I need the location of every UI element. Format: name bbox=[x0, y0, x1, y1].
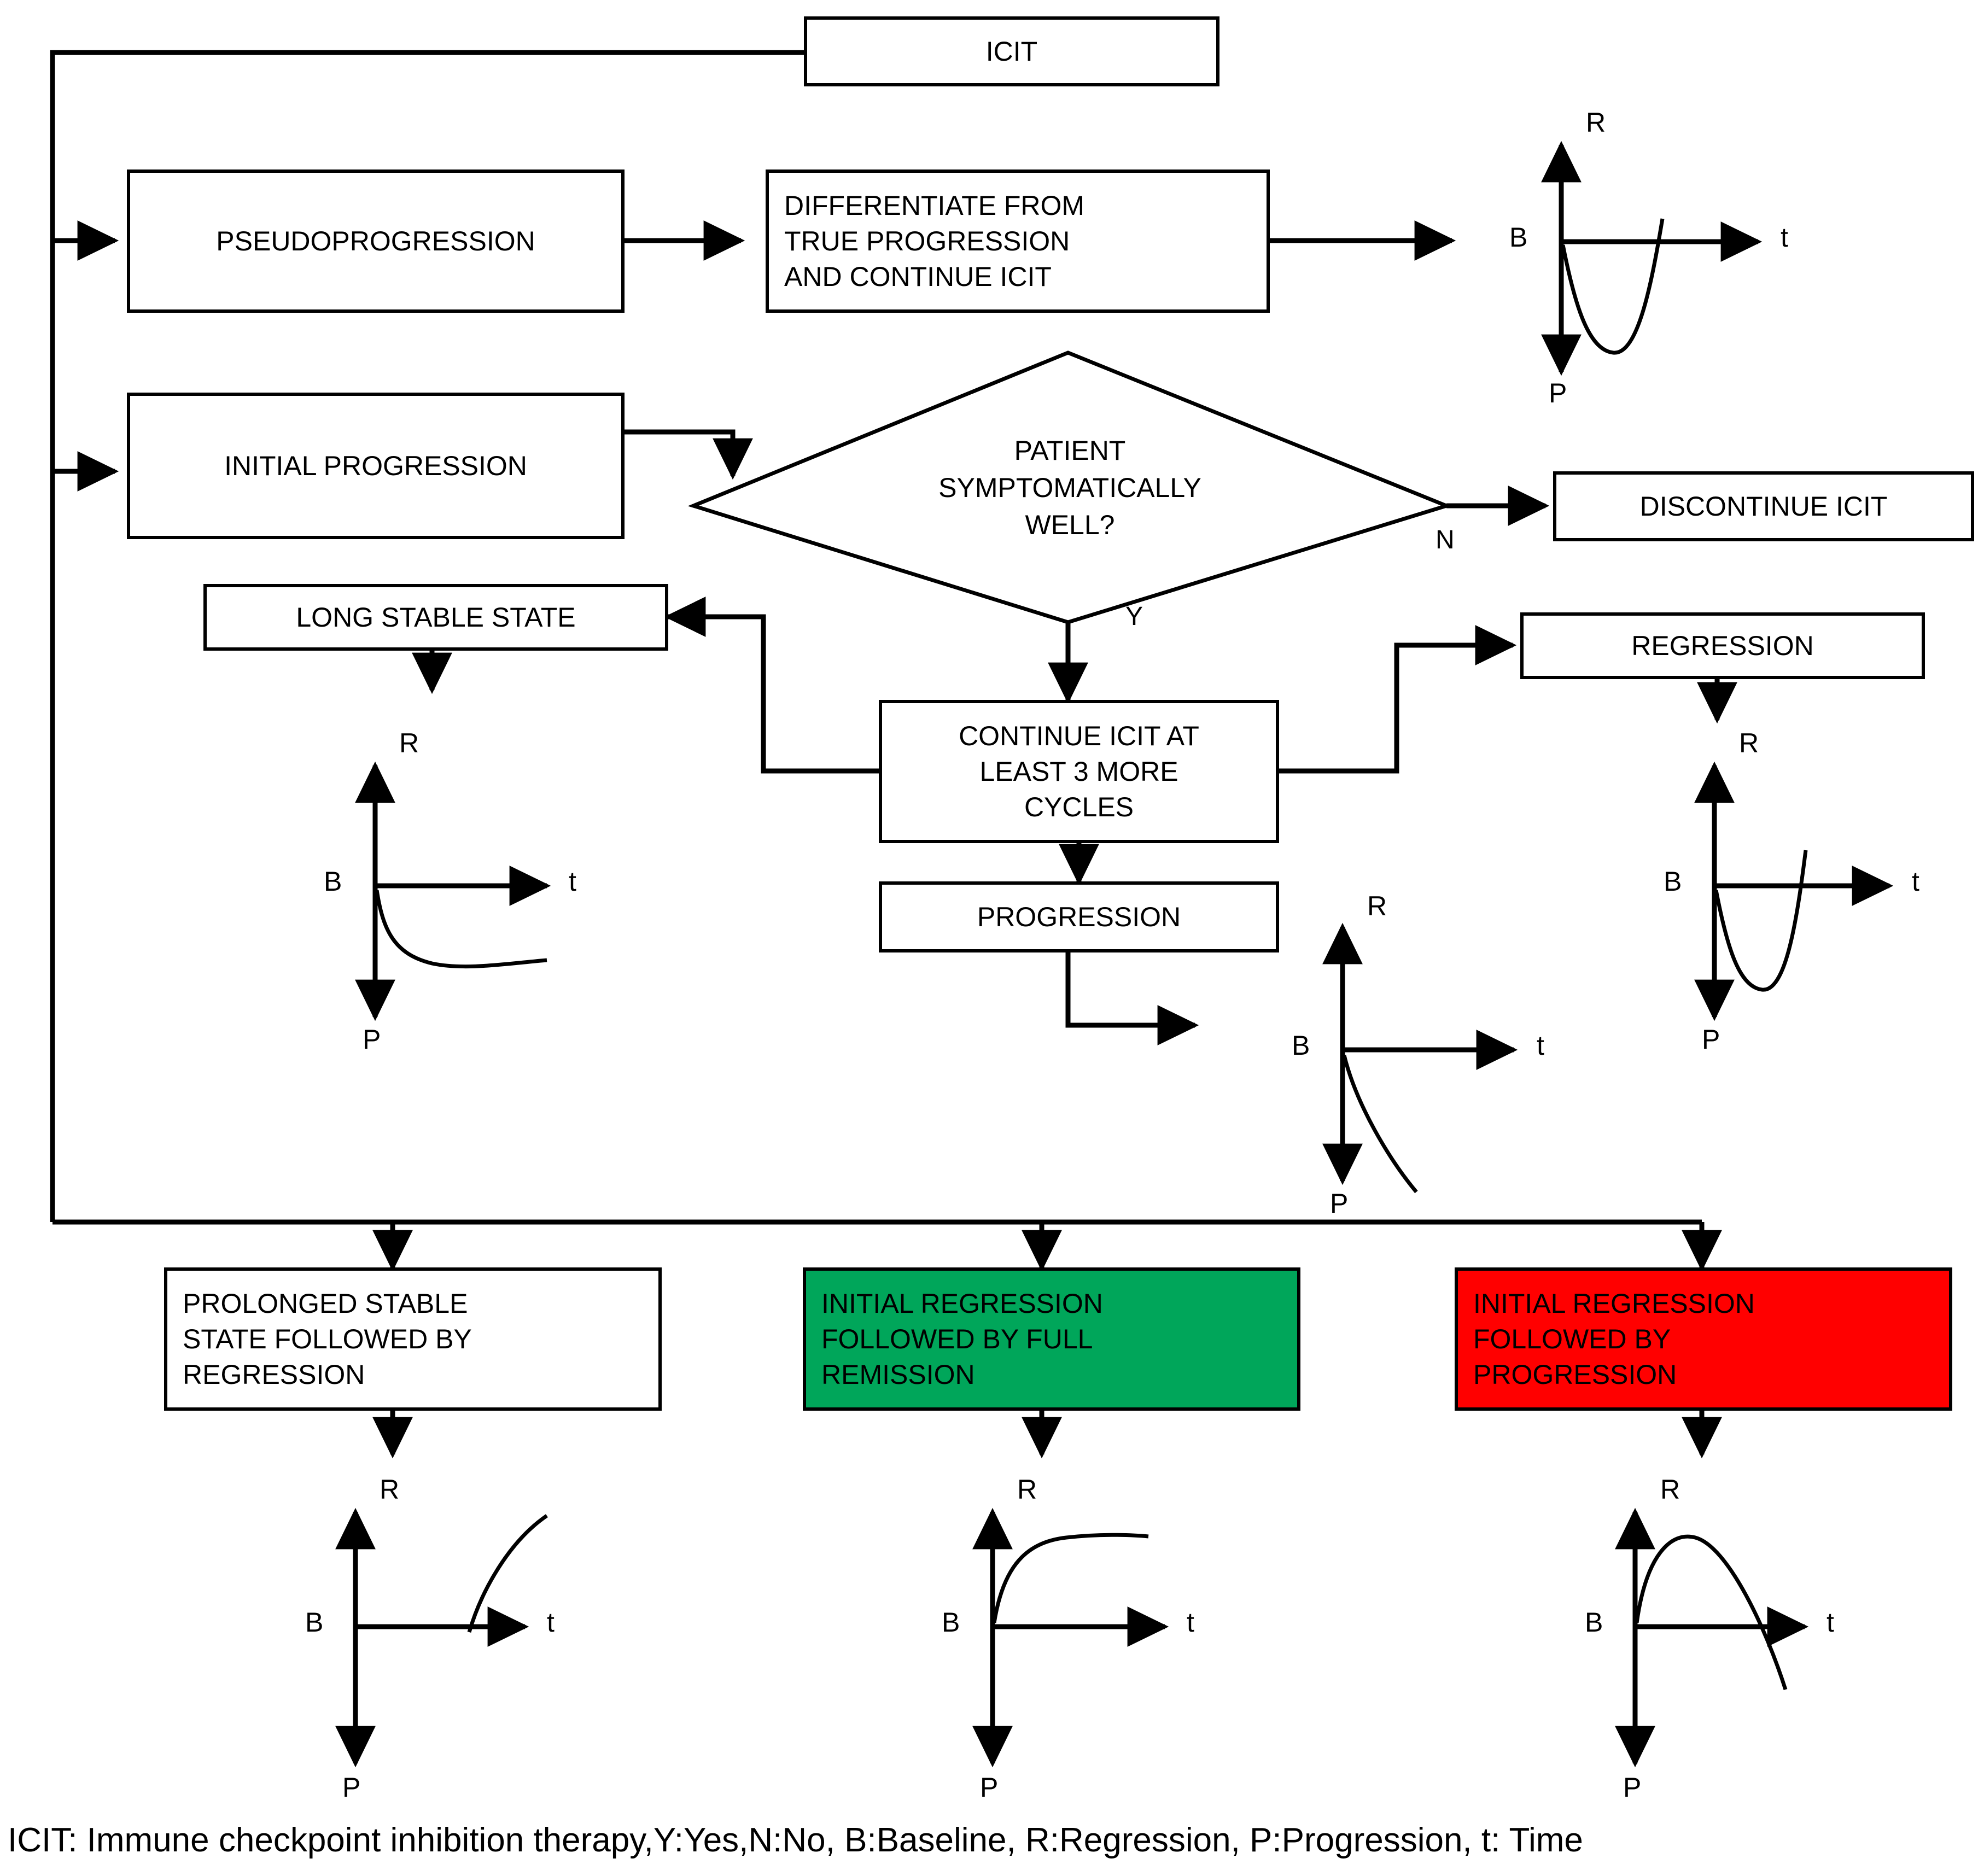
axis-label-regression-g1: R bbox=[1586, 107, 1606, 138]
axis-label-progression-g5: P bbox=[342, 1772, 361, 1803]
axis-label-progression-g6: P bbox=[980, 1772, 999, 1803]
node-regression[interactable]: REGRESSION bbox=[1520, 612, 1925, 679]
edge-icit-to-left-rail bbox=[50, 50, 804, 1222]
edge-continue-to-regression bbox=[1279, 625, 1517, 774]
node-continue-icit-label: CONTINUE ICIT AT LEAST 3 MORE CYCLES bbox=[959, 720, 1199, 822]
axis-label-time-g4: t bbox=[1912, 866, 1919, 897]
axis-label-time-g2: t bbox=[569, 866, 576, 897]
node-discontinue-icit[interactable]: DISCONTINUE ICIT bbox=[1553, 471, 1974, 541]
node-progression[interactable]: PROGRESSION bbox=[879, 881, 1279, 952]
axis-label-progression-g4: P bbox=[1702, 1024, 1720, 1055]
node-icit-label: ICIT bbox=[985, 36, 1038, 67]
curve-pseudoprogression bbox=[1561, 218, 1665, 355]
axis-label-progression-g3: P bbox=[1330, 1188, 1349, 1219]
node-pseudoprogression-label: PSEUDOPROGRESSION bbox=[216, 225, 535, 256]
axis-label-baseline-g3: B bbox=[1292, 1030, 1310, 1061]
curve-initial-regression-progression bbox=[1635, 1534, 1788, 1691]
axis-label-time-g6: t bbox=[1187, 1607, 1194, 1638]
curve-long-stable-state bbox=[375, 890, 547, 969]
decision-line-1: PATIENT bbox=[1014, 435, 1126, 466]
graph-prolonged-stable-regression bbox=[335, 1507, 548, 1768]
graph-progression bbox=[1322, 922, 1518, 1194]
axis-label-time-g7: t bbox=[1827, 1607, 1834, 1638]
decision-label: PATIENT SYMPTOMATICALLY WELL? bbox=[693, 353, 1446, 622]
node-initial-regression-remission-label: INITIAL REGRESSION FOLLOWED BY FULL REMI… bbox=[821, 1288, 1103, 1390]
axis-label-time-g5: t bbox=[547, 1607, 555, 1638]
decision-line-3: WELL? bbox=[1025, 509, 1115, 540]
node-initial-regression-progression[interactable]: INITIAL REGRESSION FOLLOWED BY PROGRESSI… bbox=[1455, 1267, 1952, 1411]
edge-label-yes: Y bbox=[1125, 602, 1143, 631]
axis-label-baseline-g4: B bbox=[1664, 866, 1682, 897]
axis-label-baseline-g2: B bbox=[324, 866, 342, 897]
axis-label-baseline-g7: B bbox=[1585, 1607, 1603, 1638]
graph-regression bbox=[1694, 761, 1894, 1021]
axis-label-regression-g6: R bbox=[1017, 1474, 1037, 1505]
graph-pseudoprogression bbox=[1541, 141, 1763, 376]
axis-label-progression-g2: P bbox=[363, 1024, 381, 1055]
edge-continue-to-long-stable-state bbox=[664, 597, 879, 774]
node-continue-icit[interactable]: CONTINUE ICIT AT LEAST 3 MORE CYCLES bbox=[879, 700, 1279, 843]
axis-label-baseline-g1: B bbox=[1509, 222, 1528, 253]
node-progression-label: PROGRESSION bbox=[977, 901, 1181, 932]
decision-patient-symptomatically-well[interactable]: PATIENT SYMPTOMATICALLY WELL? bbox=[693, 353, 1446, 622]
node-long-stable-state[interactable]: LONG STABLE STATE bbox=[203, 584, 668, 651]
axis-label-regression-g4: R bbox=[1739, 728, 1759, 758]
edge-progression-to-graph bbox=[1065, 952, 1199, 1045]
curve-prolonged-stable-regression bbox=[467, 1514, 548, 1633]
decision-diamond[interactable] bbox=[687, 350, 1452, 624]
axis-label-regression-g7: R bbox=[1660, 1474, 1680, 1505]
node-discontinue-icit-label: DISCONTINUE ICIT bbox=[1639, 490, 1888, 522]
axis-label-regression-g3: R bbox=[1367, 891, 1387, 921]
node-initial-regression-progression-label: INITIAL REGRESSION FOLLOWED BY PROGRESSI… bbox=[1473, 1288, 1755, 1390]
graph-initial-regression-progression bbox=[1615, 1507, 1809, 1768]
axis-label-time-g1: t bbox=[1781, 222, 1788, 253]
legend-abbreviations: ICIT: Immune checkpoint inhibition thera… bbox=[8, 1821, 1583, 1859]
axis-label-baseline-g5: B bbox=[305, 1607, 324, 1638]
node-icit[interactable]: ICIT bbox=[804, 16, 1219, 86]
node-prolonged-stable-regression-label: PROLONGED STABLE STATE FOLLOWED BY REGRE… bbox=[183, 1288, 472, 1390]
node-differentiate[interactable]: DIFFERENTIATE FROM TRUE PROGRESSION AND … bbox=[766, 170, 1270, 313]
node-long-stable-state-label: LONG STABLE STATE bbox=[296, 601, 576, 633]
graph-initial-regression-remission bbox=[972, 1507, 1169, 1768]
axis-label-regression-g2: R bbox=[399, 728, 419, 758]
curve-progression bbox=[1342, 1055, 1418, 1194]
node-regression-label: REGRESSION bbox=[1631, 630, 1814, 661]
graph-long-stable-state bbox=[355, 761, 551, 1021]
axis-label-progression-g7: P bbox=[1623, 1772, 1642, 1803]
node-initial-regression-remission[interactable]: INITIAL REGRESSION FOLLOWED BY FULL REMI… bbox=[803, 1267, 1300, 1411]
node-initial-progression-label: INITIAL PROGRESSION bbox=[224, 450, 527, 481]
node-differentiate-label: DIFFERENTIATE FROM TRUE PROGRESSION AND … bbox=[784, 190, 1085, 292]
axis-label-time-g3: t bbox=[1537, 1030, 1544, 1061]
edge-initial-progression-to-decision bbox=[625, 429, 753, 480]
curve-regression bbox=[1714, 850, 1808, 992]
edge-label-no: N bbox=[1436, 525, 1455, 554]
node-prolonged-stable-regression[interactable]: PROLONGED STABLE STATE FOLLOWED BY REGRE… bbox=[164, 1267, 662, 1411]
axis-label-baseline-g6: B bbox=[942, 1607, 960, 1638]
axis-label-regression-g5: R bbox=[380, 1474, 400, 1505]
axis-label-progression-g1: P bbox=[1549, 378, 1567, 408]
decision-line-2: SYMPTOMATICALLY bbox=[938, 472, 1201, 503]
curve-initial-regression-remission bbox=[992, 1533, 1149, 1623]
node-initial-progression[interactable]: INITIAL PROGRESSION bbox=[127, 393, 625, 539]
node-pseudoprogression[interactable]: PSEUDOPROGRESSION bbox=[127, 170, 625, 313]
